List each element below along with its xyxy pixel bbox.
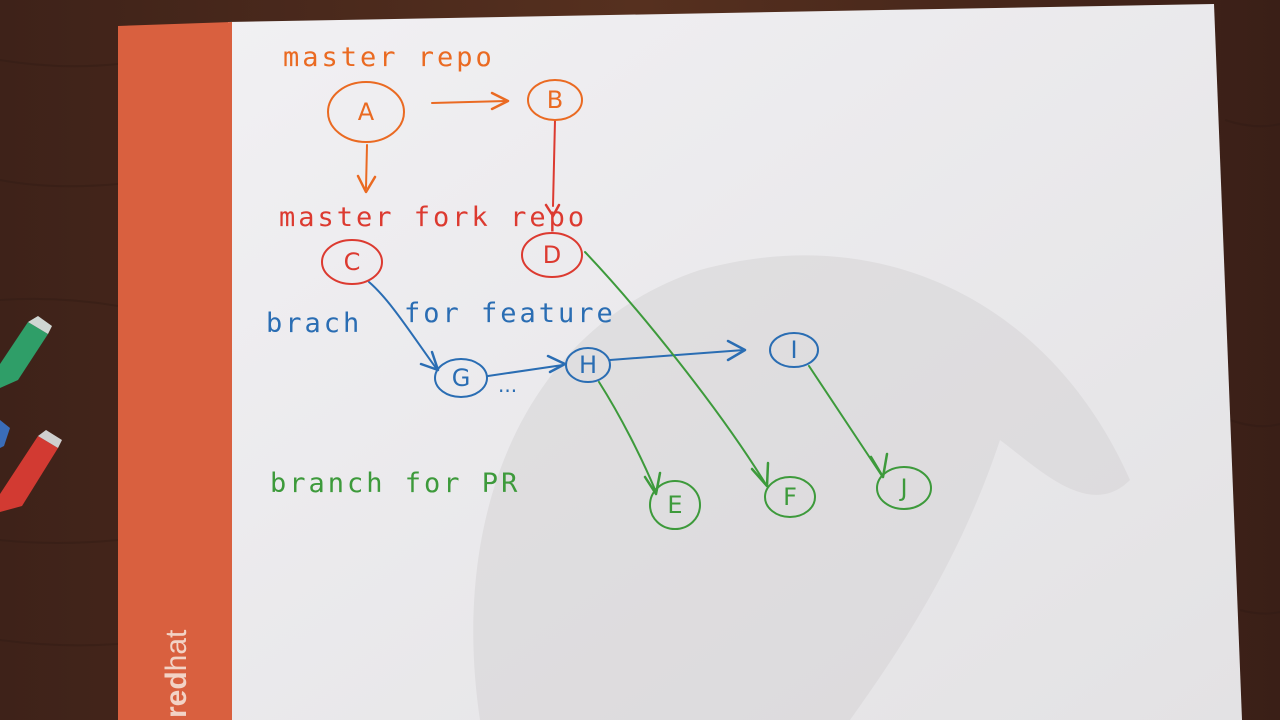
label-master-fork-repo: master fork repo [279,202,587,233]
watermark-shape [473,255,1130,720]
node-j: J [876,466,932,510]
green-marker [0,316,52,388]
edge-g-h [487,354,567,377]
node-b: B [527,79,583,121]
edge-h-e [598,381,662,496]
node-label: C [344,248,361,276]
node-label: G [452,364,471,392]
label-master-repo: master repo [283,42,495,73]
wood-grain [0,59,1280,647]
node-label: J [898,474,907,502]
node-d: D [521,232,583,278]
edge-a-b [431,91,510,111]
edge-d-f [584,251,770,488]
node-label: D [543,241,561,269]
node-g: G [434,358,488,398]
node-a: A [327,81,405,143]
label-branch-pr: branch for PR [270,468,520,499]
label-branch-feature-2: for feature [404,298,616,329]
node-label: H [579,351,597,379]
node-f: F [764,476,816,518]
brand-logo: redhat [160,629,193,718]
node-label: F [783,483,797,511]
node-label: I [790,336,797,364]
edge-h-i [609,339,747,362]
notebook-spine [118,22,232,720]
node-label: E [667,491,682,519]
node-i: I [769,332,819,368]
red-marker [0,430,62,512]
edges-layer [356,91,889,496]
edge-b-d [544,119,561,218]
label-branch-feature-1: brach [266,308,362,339]
node-h: H [565,347,611,383]
edge-a-c [356,144,377,194]
node-c: C [321,239,383,285]
blue-marker [0,420,10,448]
edge-i-j [808,365,889,479]
node-label: A [358,98,375,126]
node-e: E [649,480,701,530]
ellipsis: ... [498,373,517,397]
nodes-layer: A B C D G H I E F J [321,79,932,530]
node-label: B [547,86,563,114]
